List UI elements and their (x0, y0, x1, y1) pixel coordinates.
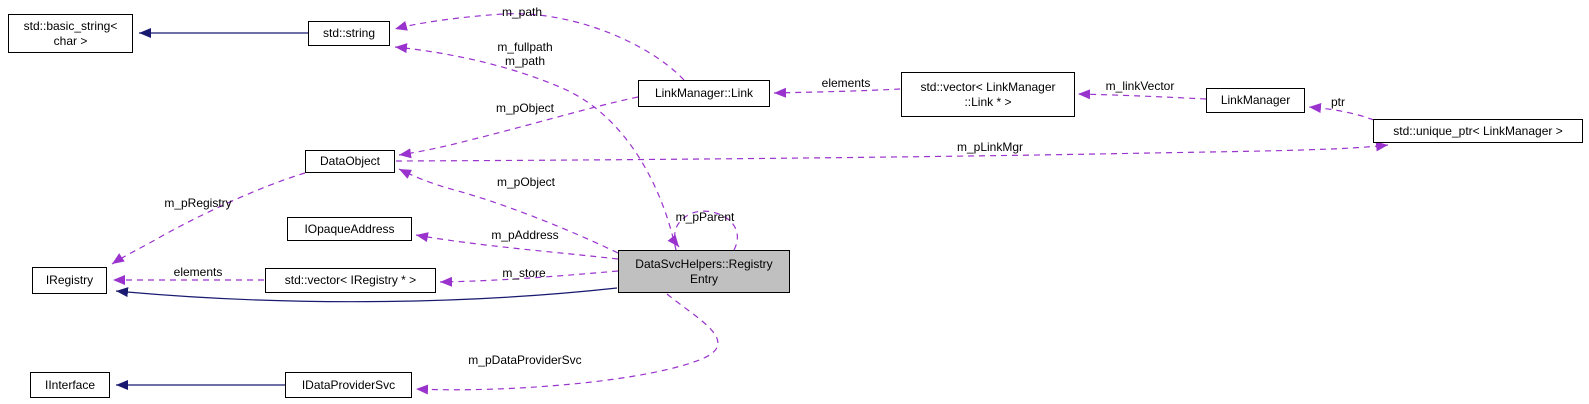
edge-registryentry-m-fullpath-string (394, 43, 677, 251)
node-std-vector-iregistry[interactable]: std::vector< IRegistry * > (265, 268, 436, 293)
node-iinterface[interactable]: IInterface (30, 372, 110, 398)
edge-registryentry-m-pdataprovidersvc-idataprovidersvc (415, 293, 719, 395)
edge-dataobject-m-pregistry-iregistry (111, 172, 306, 265)
node-std-unique-ptr-linkmanager[interactable]: std::unique_ptr< LinkManager > (1373, 119, 1583, 143)
edge-linkmanager-m-linkvector-vector-link (1077, 89, 1207, 100)
edge-uniqueptr-ptr-linkmanager (1308, 103, 1375, 121)
node-std-vector-linkmanager-link[interactable]: std::vector< LinkManager ::Link * > (901, 72, 1075, 117)
node-datasvchelpers-registryentry: DataSvcHelpers::Registry Entry (618, 250, 790, 293)
edge-link-m-pobject-dataobject (398, 96, 639, 159)
node-idataprovidersvc[interactable]: IDataProviderSvc (285, 372, 412, 398)
edge-dataobject-m-plinkmgr-uniqueptr (395, 141, 1389, 162)
edge-vector-link-elements-link (773, 87, 901, 98)
node-linkmanager[interactable]: LinkManager (1206, 88, 1305, 113)
node-linkmanager-link[interactable]: LinkManager::Link (638, 80, 770, 107)
edge-registryentry-m-store-vector-iregistry (439, 270, 619, 287)
edge-registryentry-m-paddress-iopaqueaddress (415, 232, 619, 260)
node-dataobject[interactable]: DataObject (305, 150, 395, 173)
node-std-basic-string[interactable]: std::basic_string< char > (8, 14, 133, 53)
edge-registryentry-m-pobject-dataobject (398, 168, 619, 254)
edge-link-m-path-string (394, 13, 685, 81)
node-iopaqueaddress[interactable]: IOpaqueAddress (287, 217, 412, 241)
edge-registryentry-inherits-iregistry (115, 287, 618, 303)
node-std-string[interactable]: std::string (308, 21, 390, 46)
edge-registryentry-m-pparent-self-loop (667, 210, 738, 251)
node-iregistry[interactable]: IRegistry (32, 267, 107, 294)
